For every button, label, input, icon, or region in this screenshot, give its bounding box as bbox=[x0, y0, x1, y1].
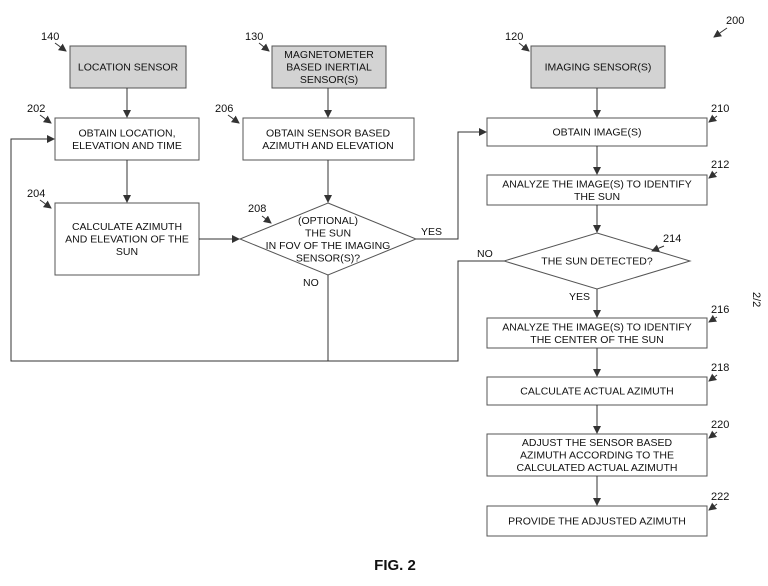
step-218-text: CALCULATE ACTUAL AZIMUTH bbox=[520, 386, 673, 398]
decision-214-text-line: THE SUN DETECTED? bbox=[541, 256, 653, 268]
edge-label-yes-214: YES bbox=[569, 291, 590, 303]
location-sensor-node: LOCATION SENSOR bbox=[69, 45, 187, 89]
decision-208-text-line: IN FOV OF THE IMAGING bbox=[266, 240, 391, 252]
step-204-ref-leader bbox=[39, 199, 52, 209]
location-sensor-ref-leader bbox=[54, 42, 67, 52]
step-210-text: OBTAIN IMAGE(S) bbox=[552, 127, 641, 139]
decision-214-node: THE SUN DETECTED? bbox=[502, 232, 692, 290]
step-210-ref: 210 bbox=[711, 103, 729, 115]
step-222-text: PROVIDE THE ADJUSTED AZIMUTH bbox=[508, 516, 686, 528]
location-sensor-ref: 140 bbox=[41, 31, 59, 43]
step-216-ref: 216 bbox=[711, 304, 729, 316]
step-220-text-line: ADJUST THE SENSOR BASED bbox=[522, 437, 673, 449]
location-sensor-text: LOCATION SENSOR bbox=[78, 62, 179, 74]
magnetometer-sensor-ref-leader bbox=[258, 42, 270, 52]
magnetometer-sensor-ref: 130 bbox=[245, 31, 263, 43]
step-212-ref: 212 bbox=[711, 159, 729, 171]
step-220-ref-leader bbox=[708, 430, 718, 439]
decision-208-text-line: THE SUN bbox=[305, 227, 351, 239]
figure-caption: FIG. 2 bbox=[374, 557, 416, 574]
step-218-ref: 218 bbox=[711, 362, 729, 374]
figure-number: 200 bbox=[726, 15, 744, 27]
step-202-node: OBTAIN LOCATION,ELEVATION AND TIME bbox=[54, 117, 200, 161]
step-204-ref: 204 bbox=[27, 188, 45, 200]
step-212-text-line: THE SUN bbox=[574, 191, 620, 203]
edge-label-no-214: NO bbox=[477, 248, 493, 260]
step-216-text-line: ANALYZE THE IMAGE(S) TO IDENTIFY bbox=[502, 321, 691, 333]
edge-label-no-208: NO bbox=[303, 277, 319, 289]
imaging-sensor-ref: 120 bbox=[505, 31, 523, 43]
edge-214-no-loop bbox=[10, 135, 504, 362]
decision-214-text: THE SUN DETECTED? bbox=[541, 256, 653, 268]
magnetometer-sensor-text-line: MAGNETOMETER bbox=[284, 49, 374, 61]
step-216-text-line: THE CENTER OF THE SUN bbox=[530, 334, 663, 346]
step-222-text-line: PROVIDE THE ADJUSTED AZIMUTH bbox=[508, 516, 686, 528]
step-202-text-line: OBTAIN LOCATION, bbox=[78, 127, 175, 139]
decision-208-ref: 208 bbox=[248, 203, 266, 215]
step-218-text-line: CALCULATE ACTUAL AZIMUTH bbox=[520, 386, 673, 398]
step-222-ref: 222 bbox=[711, 491, 729, 503]
imaging-sensor-text: IMAGING SENSOR(S) bbox=[545, 62, 652, 74]
figure-number-leader bbox=[713, 27, 728, 38]
step-210-text-line: OBTAIN IMAGE(S) bbox=[552, 127, 641, 139]
page-marker: 2/2 bbox=[750, 292, 762, 307]
step-212-ref-leader bbox=[708, 170, 718, 179]
decision-208-text-line: SENSOR(S)? bbox=[296, 252, 360, 264]
step-202-text: OBTAIN LOCATION,ELEVATION AND TIME bbox=[72, 127, 182, 152]
step-210-node: OBTAIN IMAGE(S) bbox=[486, 117, 708, 147]
step-202-text-line: ELEVATION AND TIME bbox=[72, 140, 182, 152]
step-206-ref: 206 bbox=[215, 103, 233, 115]
step-210-ref-leader bbox=[708, 114, 718, 123]
step-218-node: CALCULATE ACTUAL AZIMUTH bbox=[486, 376, 708, 406]
magnetometer-sensor-text-line: BASED INERTIAL bbox=[286, 62, 372, 74]
step-220-text-line: AZIMUTH ACCORDING TO THE bbox=[520, 450, 674, 462]
step-206-text-line: AZIMUTH AND ELEVATION bbox=[262, 140, 393, 152]
location-sensor-text-line: LOCATION SENSOR bbox=[78, 62, 179, 74]
step-212-text-line: ANALYZE THE IMAGE(S) TO IDENTIFY bbox=[502, 178, 691, 190]
step-216-ref-leader bbox=[708, 314, 718, 323]
step-206-ref-leader bbox=[227, 114, 240, 124]
step-220-text-line: CALCULATED ACTUAL AZIMUTH bbox=[516, 462, 677, 474]
edge-label-yes-208: YES bbox=[421, 226, 442, 238]
step-204-text-line: SUN bbox=[116, 246, 138, 258]
decision-214-ref-leader bbox=[651, 244, 665, 252]
edge-208-yes-210 bbox=[416, 128, 487, 240]
decision-208-text-line: (OPTIONAL) bbox=[298, 215, 358, 227]
decision-208-ref-leader bbox=[261, 215, 272, 224]
step-222-node: PROVIDE THE ADJUSTED AZIMUTH bbox=[486, 505, 708, 537]
imaging-sensor-text-line: IMAGING SENSOR(S) bbox=[545, 62, 652, 74]
step-220-ref: 220 bbox=[711, 419, 729, 431]
step-204-text-line: AND ELEVATION OF THE bbox=[65, 234, 189, 246]
step-202-ref-leader bbox=[39, 114, 52, 124]
decision-214-ref: 214 bbox=[663, 233, 681, 245]
imaging-sensor-node: IMAGING SENSOR(S) bbox=[530, 45, 666, 89]
imaging-sensor-ref-leader bbox=[518, 42, 530, 52]
step-218-ref-leader bbox=[708, 373, 718, 382]
step-204-text-line: CALCULATE AZIMUTH bbox=[72, 221, 182, 233]
magnetometer-sensor-text-line: SENSOR(S) bbox=[300, 74, 358, 86]
step-206-text-line: OBTAIN SENSOR BASED bbox=[266, 127, 390, 139]
step-222-ref-leader bbox=[708, 502, 718, 511]
step-202-ref: 202 bbox=[27, 103, 45, 115]
